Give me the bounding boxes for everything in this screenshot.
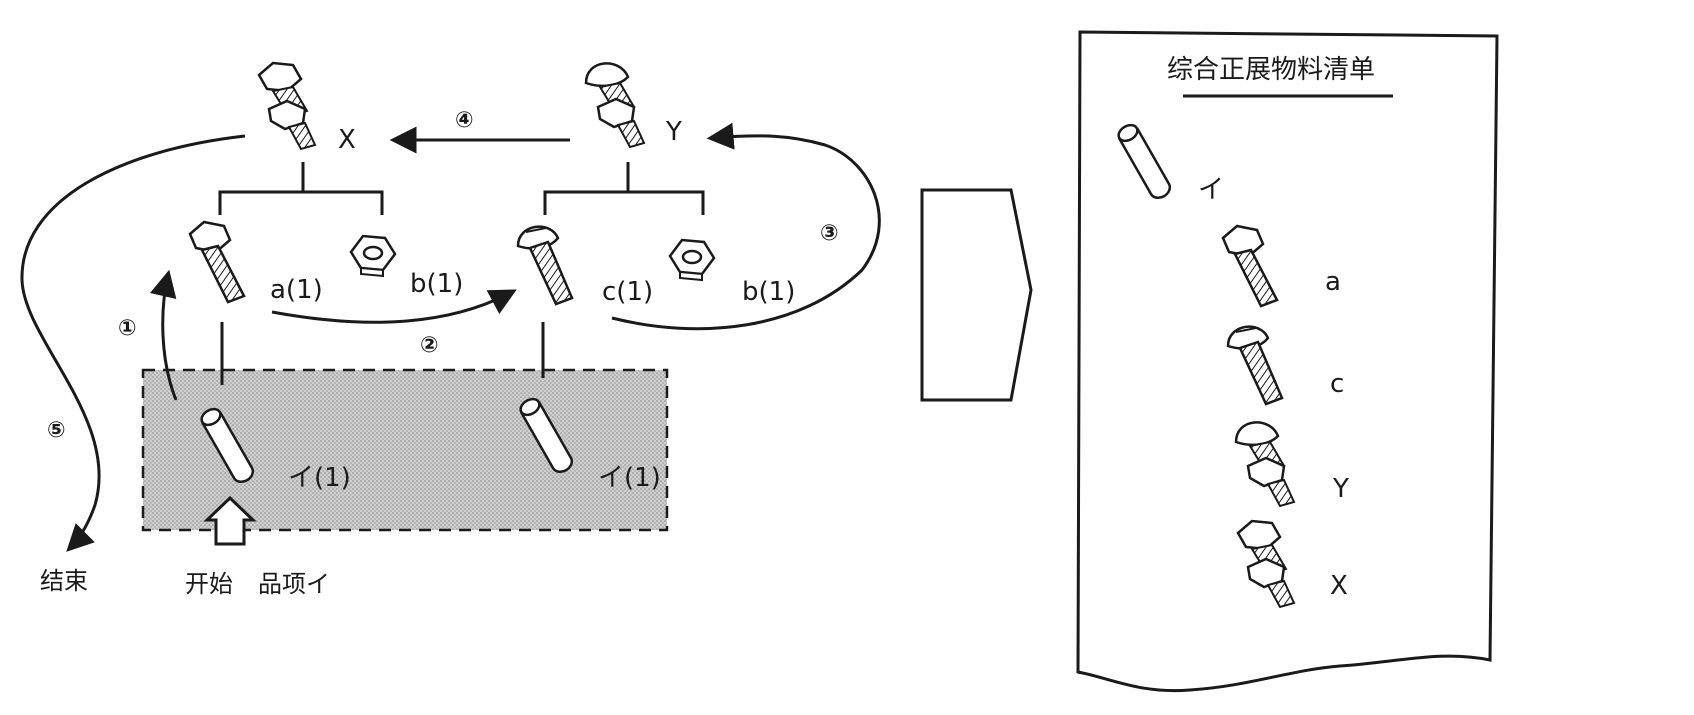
flow-arrow-5 <box>20 134 246 552</box>
assembly-x-label: X <box>338 125 356 155</box>
bom-item-a-label: a <box>1325 267 1341 297</box>
step-4-label: ④ <box>455 108 474 133</box>
tree-connectors <box>218 162 705 385</box>
step-2-label: ② <box>420 333 439 358</box>
bom-item-y-label: Y <box>1332 474 1349 504</box>
flow-arrow-2 <box>271 289 517 324</box>
start-arrow-icon <box>203 495 257 546</box>
part-i-right-label: イ(1) <box>598 463 661 493</box>
bom-item-c-label: c <box>1330 369 1344 399</box>
step-3-label: ③ <box>820 221 839 246</box>
bom-title: 综合正展物料清单 <box>1167 55 1375 85</box>
part-c-label: c(1) <box>602 277 653 307</box>
part-i-left-label: イ(1) <box>288 463 351 493</box>
step-5-label: ⑤ <box>47 418 66 443</box>
end-label: 结束 <box>40 567 88 595</box>
round-bolt-icon <box>516 225 574 306</box>
explosion-diagram: X Y a(1) b(1) c(1) b(1) イ(1) イ(1) ① <box>20 61 881 598</box>
flow-arrow-3 <box>611 122 881 331</box>
part-b-right-label: b(1) <box>742 277 795 307</box>
step-1-label: ① <box>118 316 137 341</box>
round-bolt-assembly-icon <box>584 62 646 149</box>
part-b-left-label: b(1) <box>410 269 463 299</box>
bom-paper <box>1076 30 1499 693</box>
hex-nut-icon <box>668 238 716 282</box>
part-a-label: a(1) <box>270 275 323 305</box>
hex-nut-icon <box>349 234 397 278</box>
start-label: 开始 <box>185 570 233 598</box>
flow-arrow-1 <box>150 269 178 401</box>
conversion-arrow-icon <box>920 188 1033 402</box>
bom-item-x-label: X <box>1330 571 1348 601</box>
hex-bolt-icon <box>188 220 246 304</box>
hex-bolt-assembly-icon <box>257 61 317 151</box>
assembly-y-label: Y <box>665 117 682 147</box>
indented-bom-document: 综合正展物料清单 イ a c Y X <box>1076 30 1499 693</box>
bom-item-i-label: イ <box>1198 175 1224 205</box>
item-label: 品项イ <box>258 570 330 598</box>
